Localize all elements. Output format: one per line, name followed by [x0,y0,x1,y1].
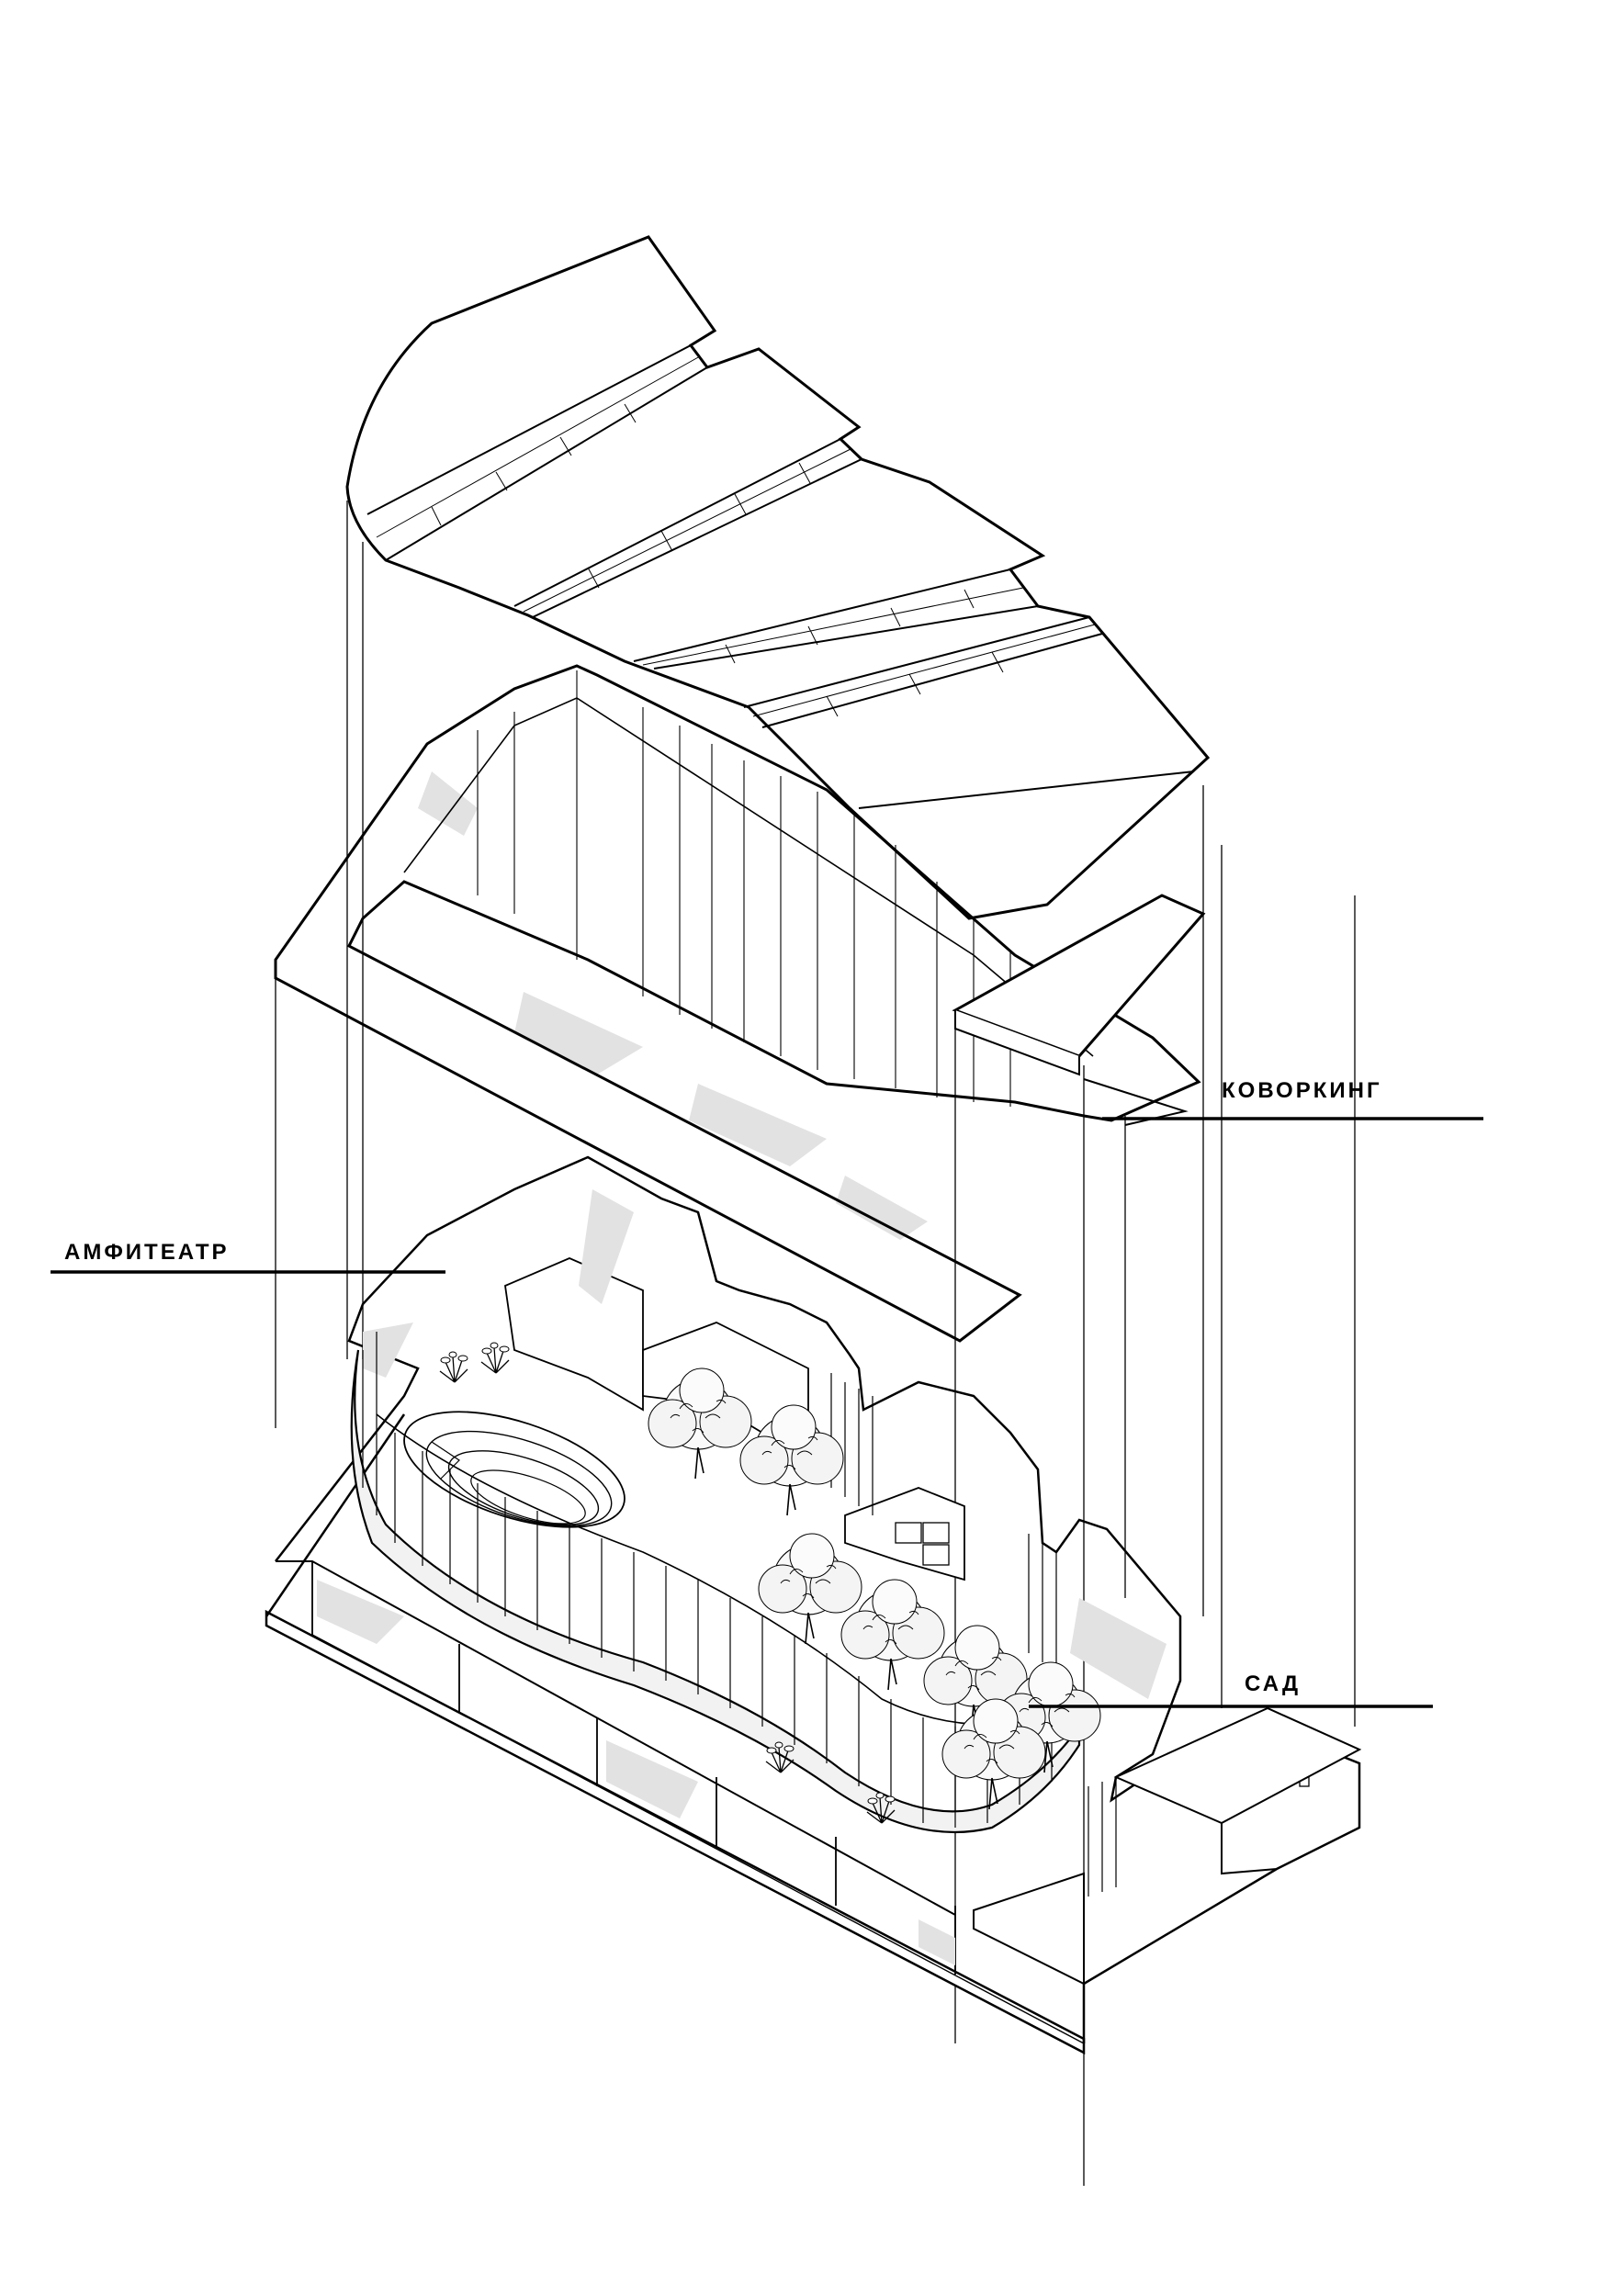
amphitheatre-label: АМФИТЕАТР [64,1240,230,1265]
potted-plant-icon [439,1351,468,1383]
garden-label: САД [1245,1671,1302,1696]
service-block [973,1706,1362,1986]
upper-floor-slab [274,664,1206,1343]
callout-leaders [51,1117,1483,1708]
amphitheatre-seating [403,1411,626,1528]
coworking-label: КОВОРКИНГ [1222,1078,1382,1103]
roof-canopy [345,235,1211,920]
potted-plant-icon [480,1342,510,1374]
ground-floor-base [265,1155,1362,2055]
